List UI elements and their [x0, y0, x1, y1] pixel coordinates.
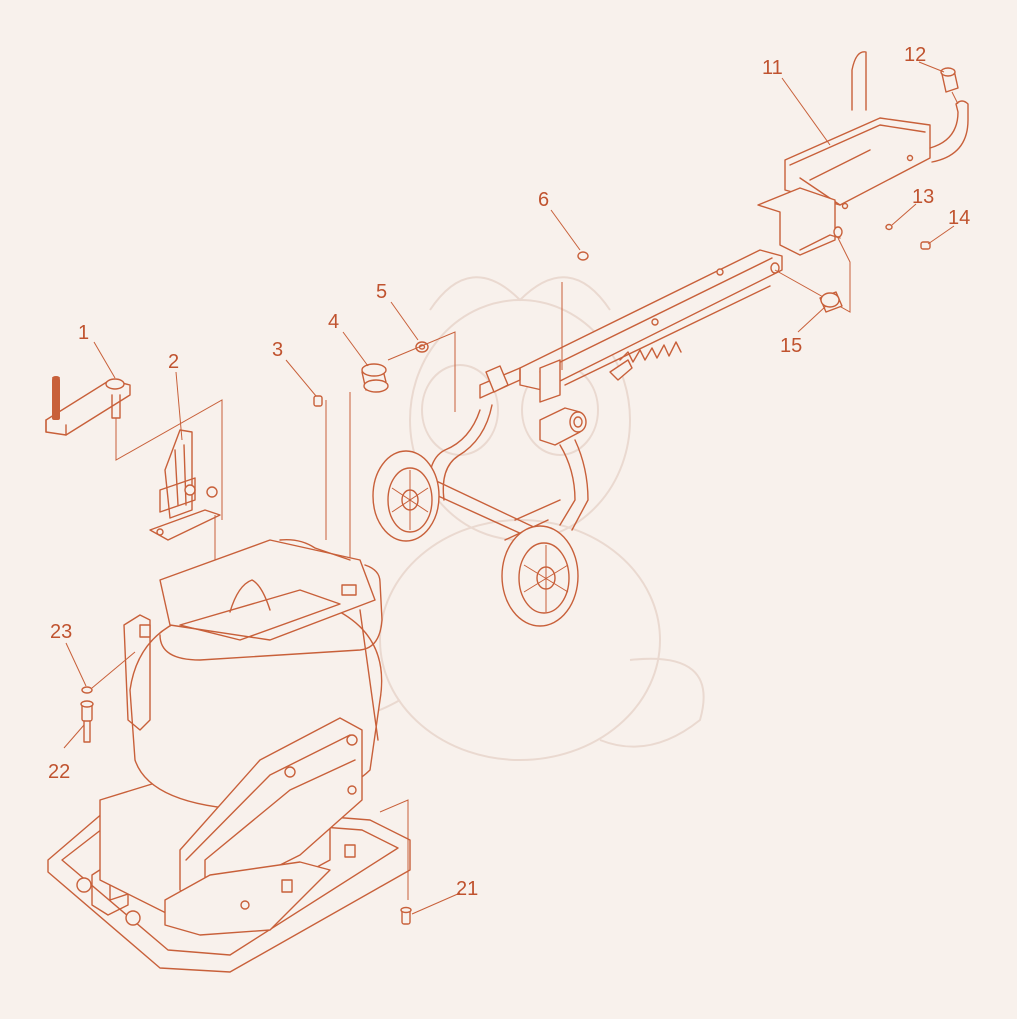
callout-11: 11: [762, 57, 783, 79]
callout-23: 23: [50, 621, 72, 643]
part-5-washer: [387, 331, 456, 412]
part-14-screw: [920, 241, 931, 250]
part-3-screw: [313, 395, 327, 540]
part-11-upper-handle: [757, 51, 969, 313]
part-23-o-ring: [81, 651, 136, 694]
engine-assembly: [47, 538, 411, 973]
part-12-grip-cap: [940, 67, 959, 105]
part-1-bracket: [45, 376, 223, 520]
callout-1: 1: [78, 322, 89, 344]
callout-3: 3: [272, 339, 283, 361]
leader-lines: [63, 61, 955, 915]
part-4-rubber-mount: [349, 363, 389, 560]
part-13-washer: [885, 223, 893, 231]
callout-6: 6: [538, 189, 549, 211]
part-2-throttle-bracket: [149, 429, 221, 560]
callout-15: 15: [780, 335, 802, 357]
callout-2: 2: [168, 351, 179, 373]
callout-13: 13: [912, 186, 934, 208]
callout-5: 5: [376, 281, 387, 303]
callout-21: 21: [456, 878, 478, 900]
part-21-bolt: [400, 906, 412, 925]
part-6-nut: [561, 251, 589, 370]
callout-4: 4: [328, 311, 339, 333]
part-22-pin: [80, 700, 94, 743]
callout-12: 12: [904, 44, 926, 66]
callout-14: 14: [948, 207, 970, 229]
callout-labels: 1 2 3 4 5 6 11 12 13 14 15 21 22 23: [48, 44, 970, 900]
handle-bar-assembly: [372, 249, 783, 627]
callout-22: 22: [48, 761, 70, 783]
